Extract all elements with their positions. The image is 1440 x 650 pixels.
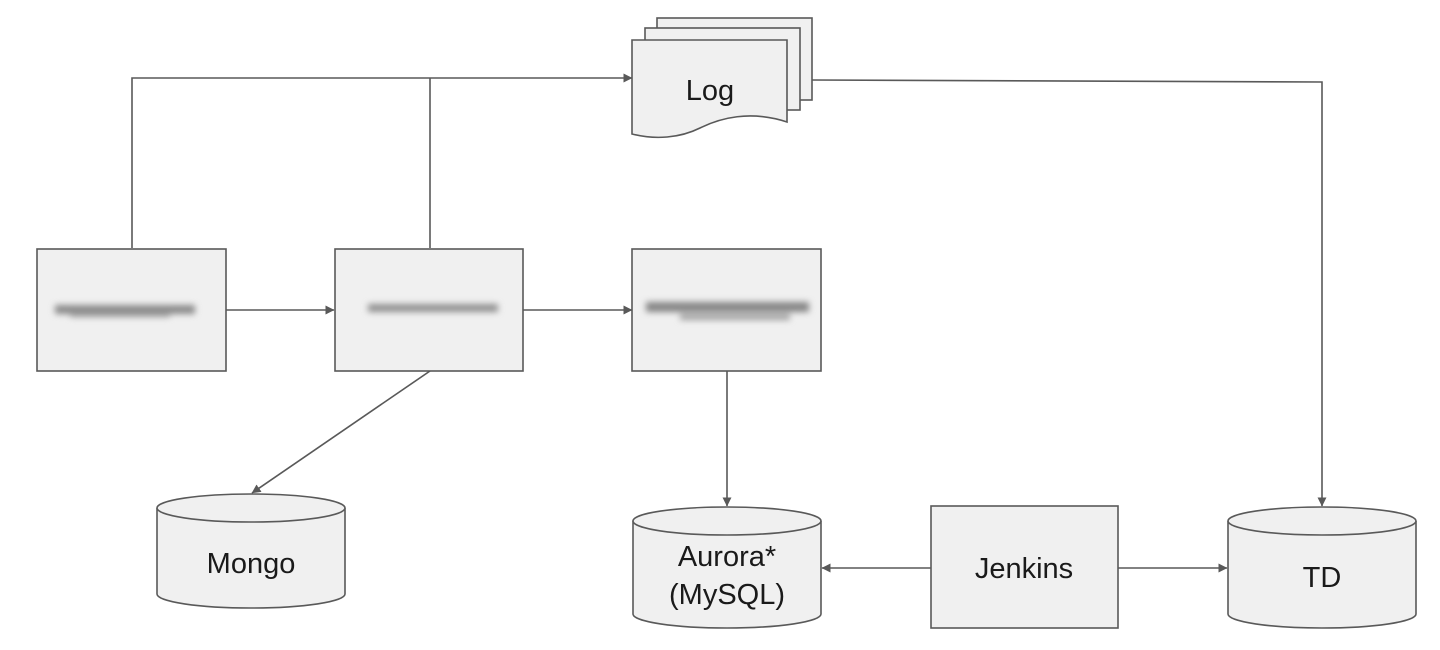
edge-log-to-td: [811, 79, 1327, 507]
edge-box2-to-mongo: [251, 370, 431, 494]
jenkins-label: Jenkins: [975, 553, 1073, 585]
mongo-node: Mongo: [156, 493, 346, 609]
edges: [131, 73, 1327, 573]
log-label: Log: [686, 75, 734, 107]
aurora-label-line2: (MySQL): [669, 579, 785, 611]
mongo-label: Mongo: [207, 548, 296, 580]
box2-node: [334, 248, 524, 372]
aurora-label-line1: Aurora*: [678, 541, 776, 573]
td-node: TD: [1227, 506, 1417, 629]
obscured-label: [55, 305, 195, 317]
obscured-label: [368, 304, 498, 312]
aurora-node: Aurora* (MySQL): [632, 506, 822, 629]
obscured-label: [646, 302, 809, 320]
box1-node: [36, 248, 227, 372]
edge-box1-to-log: [131, 73, 633, 248]
box3-node: [631, 248, 822, 372]
jenkins-node: Jenkins: [930, 505, 1119, 629]
log-node: Log: [631, 17, 813, 139]
td-label: TD: [1303, 562, 1342, 594]
